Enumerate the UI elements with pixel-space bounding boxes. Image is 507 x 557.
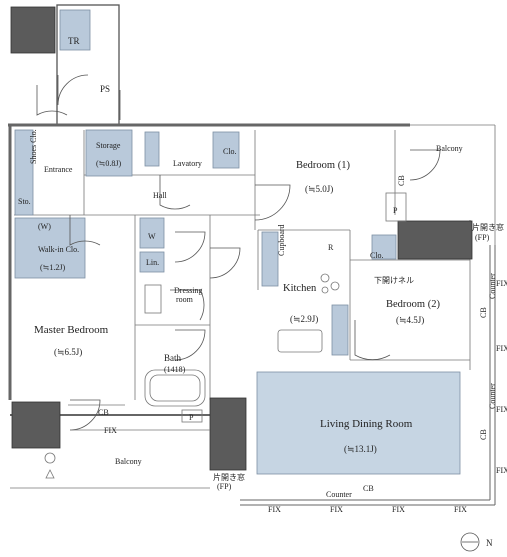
label-counter-r2: Counter bbox=[488, 383, 497, 409]
label-bath-size: (1418) bbox=[164, 365, 186, 374]
label-dressing-room: room bbox=[176, 295, 194, 304]
clo-top-fixture bbox=[212, 131, 240, 169]
label-counter-r1: Counter bbox=[488, 273, 497, 299]
label-cupboard: Cupboard bbox=[277, 224, 286, 256]
lavatory-fixture bbox=[144, 131, 160, 167]
lin-fixture bbox=[139, 251, 165, 273]
shoes-clo-fixture bbox=[14, 129, 34, 216]
label-fix-b3: FIX bbox=[392, 505, 405, 514]
label-cb-r2: CB bbox=[479, 429, 488, 440]
label-master-area: (≒6.5J) bbox=[54, 347, 82, 357]
label-p-bath: P bbox=[189, 413, 194, 422]
label-entrance: Entrance bbox=[44, 165, 73, 174]
kitchen-sink bbox=[277, 329, 323, 353]
label-balcony-top: Balcony bbox=[436, 144, 463, 153]
label-window-tr: 片開き窓 bbox=[472, 222, 504, 232]
label-walkin-w: (W) bbox=[38, 222, 51, 231]
label-p-bed: P bbox=[393, 206, 398, 215]
shaft-right bbox=[397, 220, 473, 260]
label-master: Master Bedroom bbox=[34, 324, 109, 336]
cupboard-fixture bbox=[261, 231, 279, 287]
label-w: W bbox=[148, 232, 156, 241]
label-window-tr2: (FP) bbox=[475, 233, 490, 242]
w-fixture bbox=[139, 217, 165, 249]
label-fix-r2: FIX bbox=[496, 344, 507, 353]
doors bbox=[36, 74, 441, 431]
label-fix-b2: FIX bbox=[330, 505, 343, 514]
label-living: Living Dining Room bbox=[320, 418, 413, 430]
label-walkin: Walk-in Clo. bbox=[38, 245, 79, 254]
shaft-bottom-left bbox=[11, 401, 61, 449]
label-sto: Sto. bbox=[18, 197, 31, 206]
storage-fixture bbox=[85, 129, 133, 177]
label-cb-mb: CB bbox=[98, 408, 109, 417]
label-north: N bbox=[486, 538, 493, 548]
label-window-bl: 片開き窓 bbox=[213, 472, 245, 482]
label-fix-b4: FIX bbox=[454, 505, 467, 514]
label-floor-panel: 下開けネル bbox=[374, 276, 414, 285]
label-hall: Hall bbox=[153, 191, 168, 200]
shaft-bottom-center bbox=[209, 397, 247, 471]
label-lavatory: Lavatory bbox=[173, 159, 202, 168]
label-clo-top: Clo. bbox=[223, 147, 237, 156]
label-cb-bed1: CB bbox=[397, 175, 406, 186]
label-balcony-bottom: Balcony bbox=[115, 457, 142, 466]
fixtures bbox=[14, 9, 461, 475]
tr-cabinet bbox=[59, 9, 91, 51]
bathtub bbox=[144, 369, 206, 407]
details bbox=[44, 192, 480, 552]
label-cb-r1: CB bbox=[479, 307, 488, 318]
walkin-fixture bbox=[14, 217, 86, 279]
label-shoes-clo: Shoes Clo. bbox=[29, 129, 38, 164]
label-storage-area: (≒0.8J) bbox=[96, 159, 121, 168]
label-bedroom1-area: (≒5.0J) bbox=[305, 184, 333, 194]
label-kitchen-area: (≒2.9J) bbox=[290, 314, 318, 324]
label-window-bl2: (FP) bbox=[217, 482, 232, 491]
label-cb-bottom: CB bbox=[363, 484, 374, 493]
label-clo-kitchen: Clo. bbox=[370, 251, 384, 260]
north-arrow-circle bbox=[460, 532, 480, 552]
label-storage: Storage bbox=[96, 141, 121, 150]
labels: TR PS Storage (≒0.8J) Lavatory Clo. Bedr… bbox=[18, 36, 507, 548]
label-lin: Lin. bbox=[146, 258, 159, 267]
label-r: R bbox=[328, 243, 334, 252]
label-ps: PS bbox=[100, 84, 110, 94]
label-fix-r3: FIX bbox=[496, 405, 507, 414]
label-bedroom1: Bedroom (1) bbox=[296, 160, 350, 171]
shafts bbox=[10, 6, 473, 471]
clo-kitchen-fixture bbox=[371, 234, 397, 260]
label-dressing: Dressing bbox=[174, 286, 202, 295]
label-bedroom2: Bedroom (2) bbox=[386, 299, 440, 310]
living-room-rug bbox=[256, 371, 461, 475]
label-fix-r1: FIX bbox=[496, 279, 507, 288]
label-fix-balcony: FIX bbox=[104, 426, 117, 435]
label-kitchen: Kitchen bbox=[283, 283, 317, 294]
label-fix-r4: FIX bbox=[496, 466, 507, 475]
kitchen-counter-fixture bbox=[331, 304, 349, 356]
label-counter-bottom: Counter bbox=[326, 490, 352, 499]
label-walkin-area: (≒1.2J) bbox=[40, 263, 65, 272]
label-bedroom2-area: (≒4.5J) bbox=[396, 315, 424, 325]
label-tr: TR bbox=[68, 36, 80, 46]
label-bath: Bath bbox=[164, 353, 181, 363]
shaft-top-left bbox=[10, 6, 56, 54]
label-fix-b1: FIX bbox=[268, 505, 281, 514]
stove-burner bbox=[320, 273, 330, 283]
label-living-area: (≒13.1J) bbox=[344, 444, 377, 454]
